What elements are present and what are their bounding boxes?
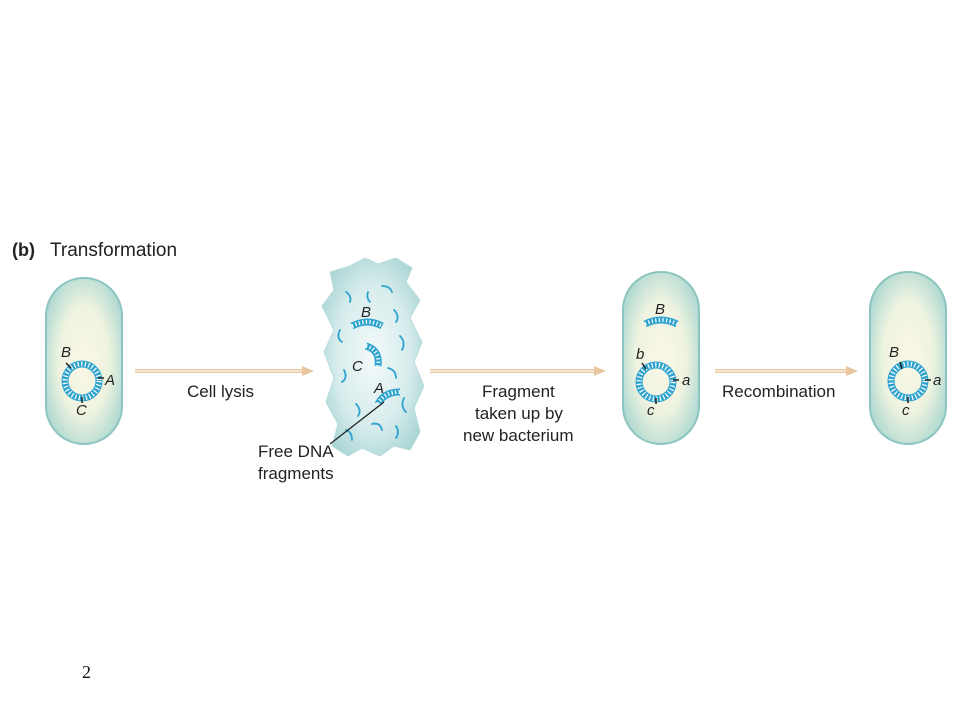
dna-fragment-a <box>374 388 401 406</box>
step-label-recombination: Recombination <box>722 382 835 401</box>
panel-letter: (b) <box>12 240 35 260</box>
arrow-fragment-uptake <box>430 366 606 376</box>
recombinant-cell: B a c <box>869 271 947 445</box>
arrow-cell-lysis <box>135 366 314 376</box>
dna-fragment-b <box>350 318 384 330</box>
donor-cell: B A C <box>45 277 123 445</box>
step-label-lysis: Cell lysis <box>187 382 254 401</box>
recipient-free-fragment <box>643 316 679 328</box>
dna-fragment-c <box>364 342 382 367</box>
recipient-gene-right: a <box>682 372 690 389</box>
fragment-gene-b: B <box>361 304 371 321</box>
recipient-gene-bottom: c <box>647 402 655 419</box>
free-dna-label-line2: fragments <box>258 464 334 483</box>
recombinant-gene-top: B <box>889 344 899 361</box>
free-dna-pointer <box>329 401 385 445</box>
recipient-gene-free: B <box>655 301 665 318</box>
recombinant-gene-bottom: c <box>902 402 910 419</box>
recipient-gene-top: b <box>636 346 644 363</box>
recipient-cell: B b a c <box>622 271 700 445</box>
page-number: 2 <box>82 662 91 682</box>
donor-gene-bottom: C <box>76 402 87 419</box>
step-label-uptake-line3: new bacterium <box>463 426 574 445</box>
step-label-uptake-line1: Fragment <box>482 382 555 401</box>
donor-chromosome <box>61 360 104 403</box>
donor-gene-top: B <box>61 344 71 361</box>
recombinant-chromosome <box>887 360 931 403</box>
recipient-chromosome <box>635 361 679 404</box>
donor-gene-right: A <box>104 372 115 389</box>
arrow-recombination <box>715 366 858 376</box>
recombinant-gene-right: a <box>933 372 941 389</box>
lysed-cell: B C A <box>321 257 425 457</box>
fragment-gene-c: C <box>352 358 363 375</box>
panel-title: Transformation <box>50 240 177 261</box>
free-dna-label-line1: Free DNA <box>258 442 334 461</box>
fragment-gene-a: A <box>373 380 384 397</box>
step-label-uptake-line2: taken up by <box>475 404 563 423</box>
